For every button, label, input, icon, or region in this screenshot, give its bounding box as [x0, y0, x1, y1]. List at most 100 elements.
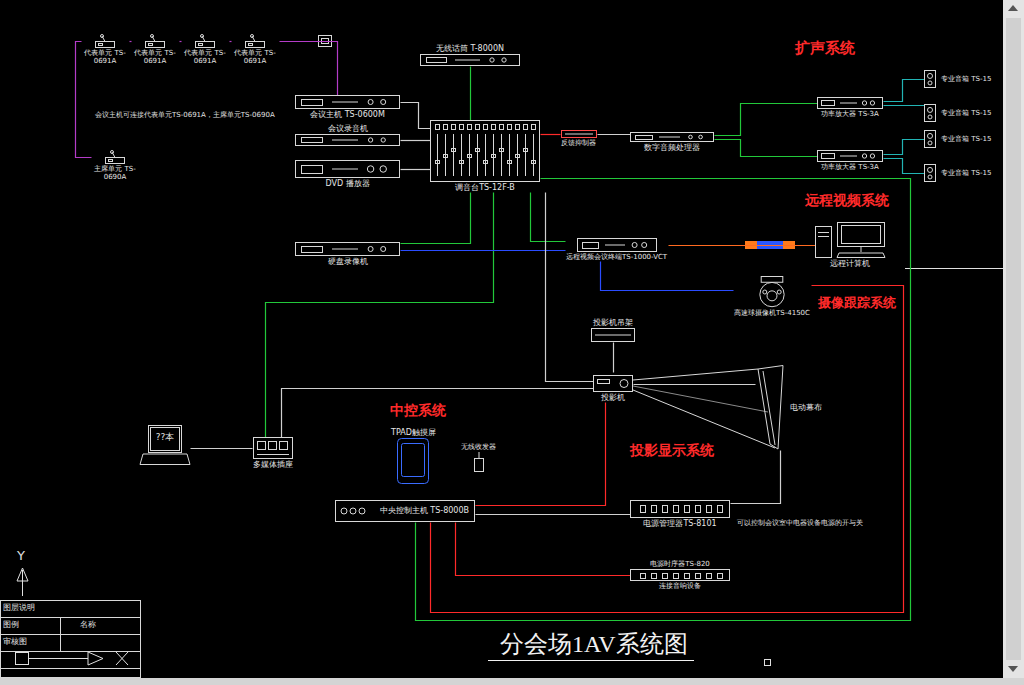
- device-label: 会议主机 TS-0600M: [309, 110, 386, 119]
- cable-line: [531, 193, 566, 242]
- device-label: ??本: [155, 432, 176, 442]
- symbol-lines: [925, 105, 936, 122]
- device-label: 代表单元 TS-0691A: [81, 49, 129, 65]
- device-node: 电源时序器TS-820连接音响设备: [630, 560, 730, 590]
- device-node: 代表单元 TS-0691A: [131, 34, 179, 65]
- device-node: 代表单元 TS-0691A: [231, 34, 279, 65]
- axis-line: [29, 658, 88, 659]
- cable-line: [634, 384, 756, 385]
- device-drawing: [591, 328, 635, 342]
- device-label: 专业音箱 TS-15: [940, 109, 992, 117]
- symbol-lines: [818, 151, 883, 162]
- device-symbol: [593, 372, 633, 392]
- device-label: 远程计算机: [829, 259, 871, 268]
- device-drawing: [561, 130, 597, 138]
- symbol-lines: [925, 165, 936, 182]
- device-node: 调音台TS-12F-B: [430, 120, 540, 192]
- symbol-lines: [336, 501, 475, 522]
- device-label: 高速球摄像机TS-4150C: [733, 309, 811, 317]
- cable-line: [456, 523, 631, 576]
- device-symbol: [103, 150, 127, 164]
- device-label: DVD 播放器: [324, 179, 370, 188]
- cable-line: [401, 250, 566, 251]
- device-drawing: [430, 120, 540, 182]
- device-symbol: [397, 438, 429, 484]
- symbol-lines: [758, 366, 783, 450]
- symbol-lines: [631, 501, 730, 518]
- device-node: 功率放大器 TS-3A: [817, 150, 883, 171]
- device-symbol: [630, 500, 730, 518]
- device-symbol: [193, 34, 217, 48]
- device-node: 专业音箱 TS-15: [924, 130, 992, 148]
- device-label: 电源时序器TS-820: [649, 560, 711, 568]
- device-symbol: [924, 70, 936, 88]
- device-symbol: 中央控制主机 TS-8000B: [335, 500, 475, 522]
- device-label: 投影机: [600, 393, 626, 402]
- device-label: 功率放大器 TS-3A: [820, 110, 880, 118]
- device-drawing: [754, 276, 790, 308]
- system-label: 扩声系统: [795, 40, 855, 57]
- cable-line: [884, 159, 925, 174]
- device-node: 投影机吊架: [591, 318, 635, 342]
- device-node: 电源管理器TS-8101: [630, 500, 730, 528]
- device-label: 电源管理器TS-8101: [642, 519, 717, 528]
- device-drawing: [924, 130, 936, 148]
- device-label: 硬盘录像机: [327, 257, 369, 266]
- device-node: 专业音箱 TS-15: [924, 104, 992, 122]
- cable-line: [431, 286, 904, 613]
- device-node: 主席单元 TS-0690A: [91, 150, 139, 181]
- axis-line: [22, 570, 23, 596]
- device-label: 远程视频会议终端TS-1000-VCT: [565, 253, 668, 261]
- device-drawing: [103, 150, 127, 164]
- device-node: 数字音频处理器: [630, 132, 714, 152]
- device-symbol: [295, 134, 400, 146]
- axis-arrow: [17, 568, 28, 581]
- system-label: 摄像跟踪系统: [818, 296, 896, 311]
- title-block-rule: [0, 617, 140, 618]
- cable-line: [476, 403, 606, 506]
- device-node: 代表单元 TS-0691A: [181, 34, 229, 65]
- device-node: 远程计算机: [815, 222, 885, 268]
- device-drawing: [924, 70, 936, 88]
- device-node: DVD 播放器: [295, 160, 400, 188]
- symbol-lines: [816, 223, 886, 258]
- cable-line: [884, 140, 925, 155]
- device-symbol: [295, 160, 400, 178]
- device-symbol: [143, 34, 167, 48]
- note-text: 可以控制会议室中电器设备电源的开与关: [737, 519, 863, 527]
- scroll-arrow: [1008, 5, 1018, 11]
- device-node: 代表单元 TS-0691A: [81, 34, 129, 65]
- symbol-lines: [296, 161, 400, 178]
- note-text: 会议主机可连接代表单元TS-0691A，主席单元TS-0690A: [95, 111, 275, 119]
- device-drawing: [924, 104, 936, 122]
- cable-line: [180, 41, 182, 42]
- device-label: 代表单元 TS-0691A: [131, 49, 179, 65]
- symbol-lines: [431, 121, 540, 182]
- symbol-lines: [561, 131, 596, 138]
- device-node: 硬盘录像机: [295, 242, 400, 266]
- device-symbol: [924, 164, 936, 182]
- note-text: 名称: [80, 620, 96, 629]
- title-block-rule: [0, 668, 140, 669]
- symbol-lines: [474, 452, 483, 472]
- device-symbol: [295, 95, 400, 109]
- device-drawing: [295, 134, 400, 146]
- device-drawing: [93, 34, 117, 48]
- device-node: 功率放大器 TS-3A: [817, 97, 883, 118]
- device-symbol: [754, 276, 790, 308]
- device-drawing: [295, 95, 400, 109]
- device-drawing: [924, 164, 936, 182]
- cable-line: [282, 389, 594, 438]
- axis-cross: [116, 652, 128, 665]
- cable-line: [598, 134, 631, 135]
- device-symbol: [924, 104, 936, 122]
- symbol-lines: [296, 96, 400, 109]
- symbol-lines: [398, 439, 429, 484]
- scrollbar-thumb: [1006, 18, 1021, 660]
- device-label: 主席单元 TS-0690A: [91, 165, 139, 181]
- device-drawing: [295, 242, 400, 256]
- cable-line: [601, 262, 734, 291]
- device-symbol: [817, 97, 883, 109]
- scrollbar: [1003, 0, 1024, 685]
